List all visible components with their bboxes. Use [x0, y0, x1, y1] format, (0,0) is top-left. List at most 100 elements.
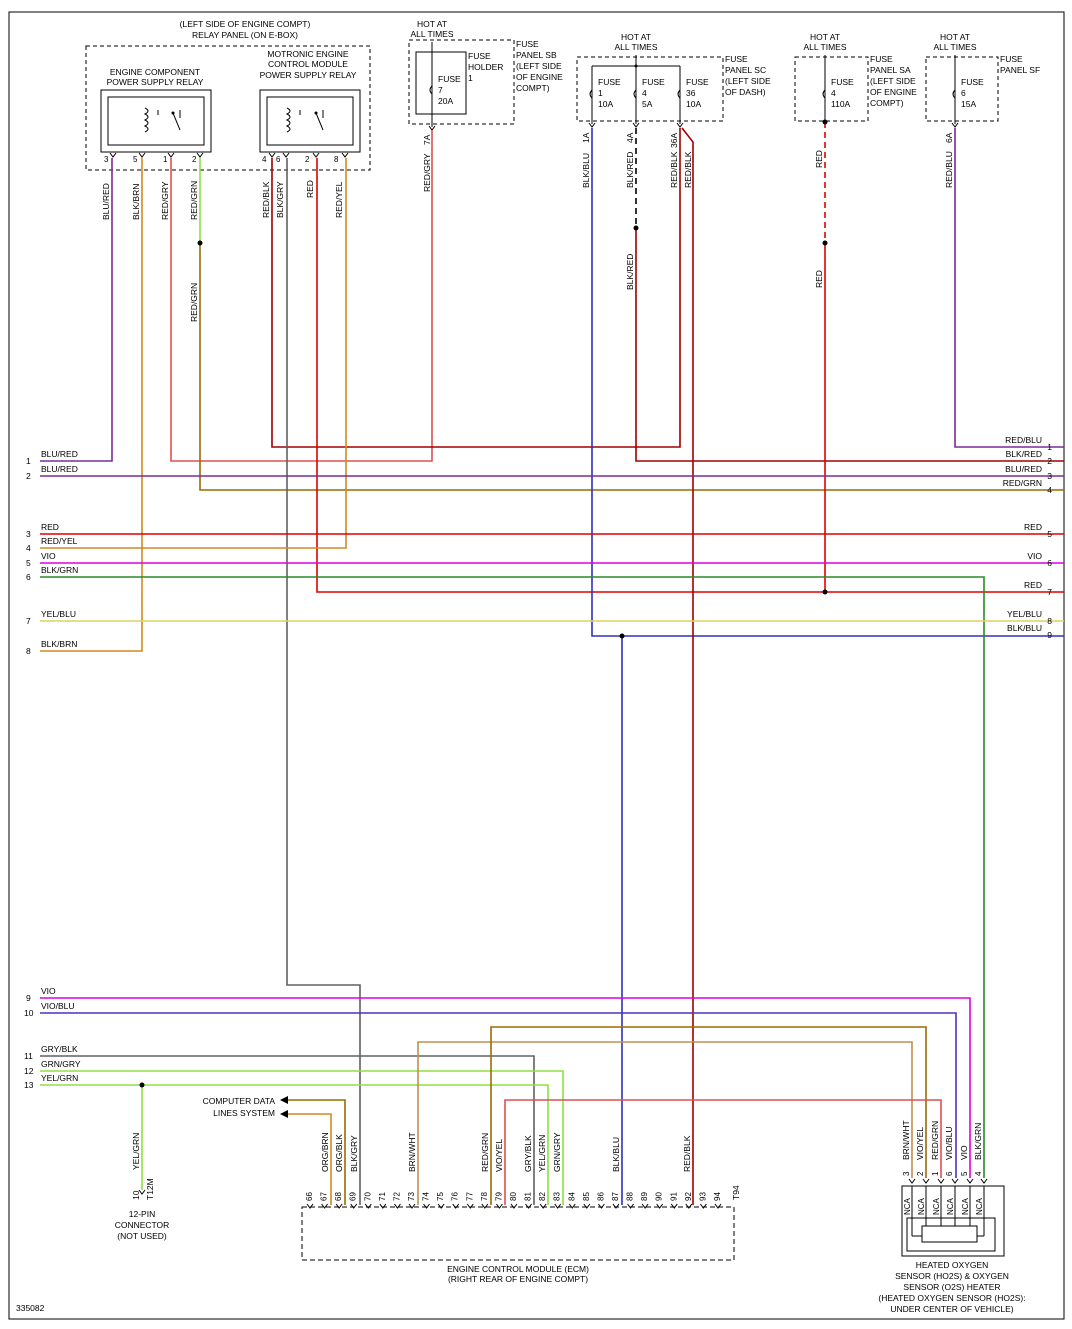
- ecm-pin-label: 94: [713, 1192, 722, 1201]
- wire-label: RED/BLU: [944, 151, 954, 188]
- fuse-panel-sf: HOT AT ALL TIMES FUSE 6 15A FUSE PANEL S…: [925, 32, 1040, 188]
- fuse-panel-label: PANEL SC: [725, 65, 766, 75]
- relay2-pin: 6: [276, 155, 281, 164]
- fuse-label: FUSE: [438, 74, 461, 84]
- bus-label: BLK/RED: [1006, 449, 1042, 459]
- diagram-id: 335082: [16, 1303, 45, 1313]
- bus-num: 2: [26, 471, 31, 481]
- ecm-pin-terminal: [699, 1203, 707, 1209]
- ecm-pin-label: 82: [538, 1192, 547, 1201]
- wire-label: BLK/BLU: [611, 1137, 621, 1172]
- wire: [199, 243, 1064, 491]
- ecm-pin-label: 73: [407, 1192, 416, 1201]
- fuse-label: FUSE: [686, 77, 709, 87]
- splices: [139, 119, 828, 1088]
- fuse-holder: 1: [468, 73, 473, 83]
- pin-label: 6A: [944, 132, 954, 143]
- fuse-amp: 10A: [598, 99, 613, 109]
- fuse-amp: 10A: [686, 99, 701, 109]
- pin-label: 1: [931, 1171, 940, 1176]
- fuse-num: 4: [831, 88, 836, 98]
- wire: [40, 1070, 564, 1205]
- fuse-label: FUSE: [642, 77, 665, 87]
- bus-label: BLU/RED: [41, 449, 78, 459]
- fuse-holder: HOLDER: [468, 62, 503, 72]
- pin-label: 3: [902, 1171, 911, 1176]
- ecm-pin-terminal: [656, 1203, 664, 1209]
- bus-num: 12: [24, 1066, 34, 1076]
- fuse-num: 4: [642, 88, 647, 98]
- bus-label: RED: [41, 522, 59, 532]
- wire: [284, 1113, 332, 1205]
- nca-label: NCA: [975, 1197, 984, 1215]
- wire-label: RED/BLK: [682, 1135, 692, 1172]
- ecm-pin-label: 86: [596, 1192, 605, 1201]
- wire: [40, 1055, 535, 1205]
- ecm-label: ENGINE CONTROL MODULE (ECM): [447, 1264, 589, 1274]
- bus-num: 1: [26, 456, 31, 466]
- hot-label: ALL TIMES: [934, 42, 977, 52]
- bus-num: 10: [24, 1008, 34, 1018]
- fuse-panel-sa: HOT AT ALL TIMES FUSE 4 110A FUSE PANEL …: [794, 32, 917, 288]
- nca-label: NCA: [932, 1197, 941, 1215]
- pin-label: 6: [945, 1171, 954, 1176]
- bus-label: RED/GRN: [1003, 478, 1042, 488]
- relay-wire-labels: BLU/RED BLK/BRN RED/GRY RED/GRN RED/GRN …: [101, 180, 344, 322]
- fuse-num: 6: [961, 88, 966, 98]
- ecm-pin-terminal: [496, 1203, 503, 1209]
- wire-label: RED/YEL: [334, 181, 344, 218]
- ecm-pin-label: 89: [640, 1192, 649, 1201]
- fuse-label: FUSE: [598, 77, 621, 87]
- relay1-pin: 2: [192, 155, 197, 164]
- bus-label: VIO: [41, 551, 56, 561]
- ecm-pin-terminal: [452, 1203, 460, 1209]
- ecm-pin-label: 67: [320, 1192, 329, 1201]
- wire-label: ORG/BRN: [320, 1132, 330, 1172]
- wire-label: RED/GRN: [930, 1121, 940, 1160]
- wire-label: GRY/BLK: [523, 1135, 533, 1172]
- nca-label: NCA: [903, 1197, 912, 1215]
- bus-label: YEL/BLU: [1007, 609, 1042, 619]
- relay1-pin: 1: [163, 155, 168, 164]
- wire-label: VIO/BLU: [944, 1126, 954, 1160]
- fuse-panel-label: COMPT): [516, 83, 550, 93]
- ecm-pin-terminal: [321, 1203, 328, 1209]
- ecm-pin-terminal: [525, 1203, 532, 1209]
- ecm-pin-terminal: [568, 1203, 576, 1209]
- bus-label: BLK/GRN: [41, 565, 78, 575]
- wire-label: YEL/GRN: [537, 1135, 547, 1172]
- bus-num: 1: [1047, 442, 1052, 452]
- splice-dot: [822, 589, 828, 595]
- connector-label: (NOT USED): [117, 1231, 167, 1241]
- fuse-amp: 5A: [642, 99, 653, 109]
- ecm-pin-terminal: [670, 1203, 678, 1209]
- wire: [40, 158, 347, 549]
- wire: [954, 128, 1064, 448]
- fuse-icon: [589, 89, 593, 99]
- ecm-pin-label: 83: [553, 1192, 562, 1201]
- ecm-pin-label: 92: [684, 1192, 693, 1201]
- fuse-panel-label: FUSE: [1000, 54, 1023, 64]
- fuse-panel-label: PANEL SA: [870, 65, 911, 75]
- ecm-pin-label: 80: [509, 1192, 518, 1201]
- ecm-pin-label: 79: [494, 1192, 503, 1201]
- bus-num: 3: [1047, 471, 1052, 481]
- wire: [635, 228, 1064, 462]
- wire: [40, 1012, 957, 1178]
- fuse-panel-label: OF ENGINE: [516, 72, 563, 82]
- ecm-pin-terminal: [539, 1203, 547, 1209]
- ecm-pin-label: 88: [626, 1192, 635, 1201]
- wire-label: ORG/BLK: [334, 1134, 344, 1172]
- fuse-num: 7: [438, 85, 443, 95]
- bus-label: RED: [1024, 580, 1042, 590]
- fuse-num: 1: [598, 88, 603, 98]
- arrow-left-icon: [280, 1096, 288, 1104]
- bus-num: 5: [1047, 529, 1052, 539]
- fuse-icon: [952, 89, 956, 99]
- bus-num: 6: [26, 572, 31, 582]
- relay1-name-2: POWER SUPPLY RELAY: [107, 77, 204, 87]
- fuse-panel-label: FUSE: [725, 54, 748, 64]
- oxygen-sensor: BRN/WHT VIO/YEL RED/GRN VIO/BLU VIO BLK/…: [878, 1120, 1025, 1314]
- diagram-border: [8, 11, 1065, 1320]
